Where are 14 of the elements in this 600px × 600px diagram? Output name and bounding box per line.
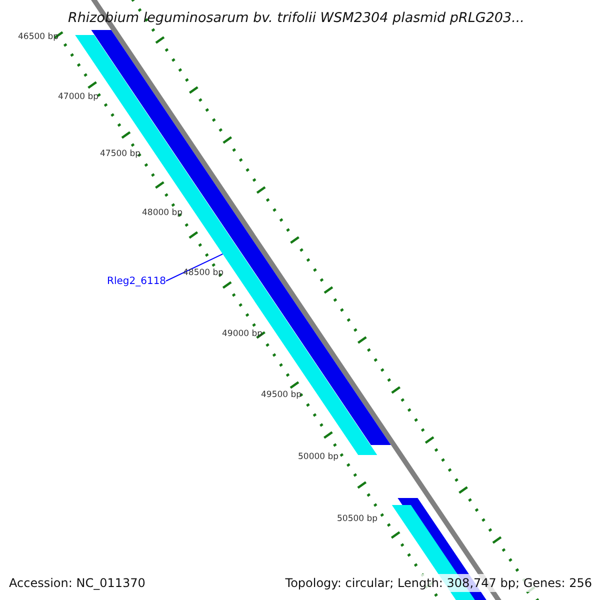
position-label: 48000 bp <box>142 207 183 220</box>
summary-text: Topology: circular; Length: 308,747 bp; Genes: 256 <box>285 574 592 592</box>
position-label: 50500 bp <box>337 513 378 526</box>
position-label: 47500 bp <box>100 148 141 161</box>
gene-label: Rleg2_6118 <box>107 274 166 289</box>
map-title: Rhizobium leguminosarum bv. trifolii WSM2304 plasmid pRLG203... <box>68 9 524 28</box>
position-label: 49500 bp <box>261 389 302 402</box>
accession-text: Accession: NC_011370 <box>9 575 146 592</box>
position-label: 46500 bp <box>18 31 59 44</box>
position-label: 47000 bp <box>58 91 99 104</box>
position-label: 49000 bp <box>222 328 263 341</box>
leader-line <box>166 254 224 282</box>
position-label: 48500 bp <box>183 267 224 280</box>
position-label: 50000 bp <box>298 451 339 464</box>
